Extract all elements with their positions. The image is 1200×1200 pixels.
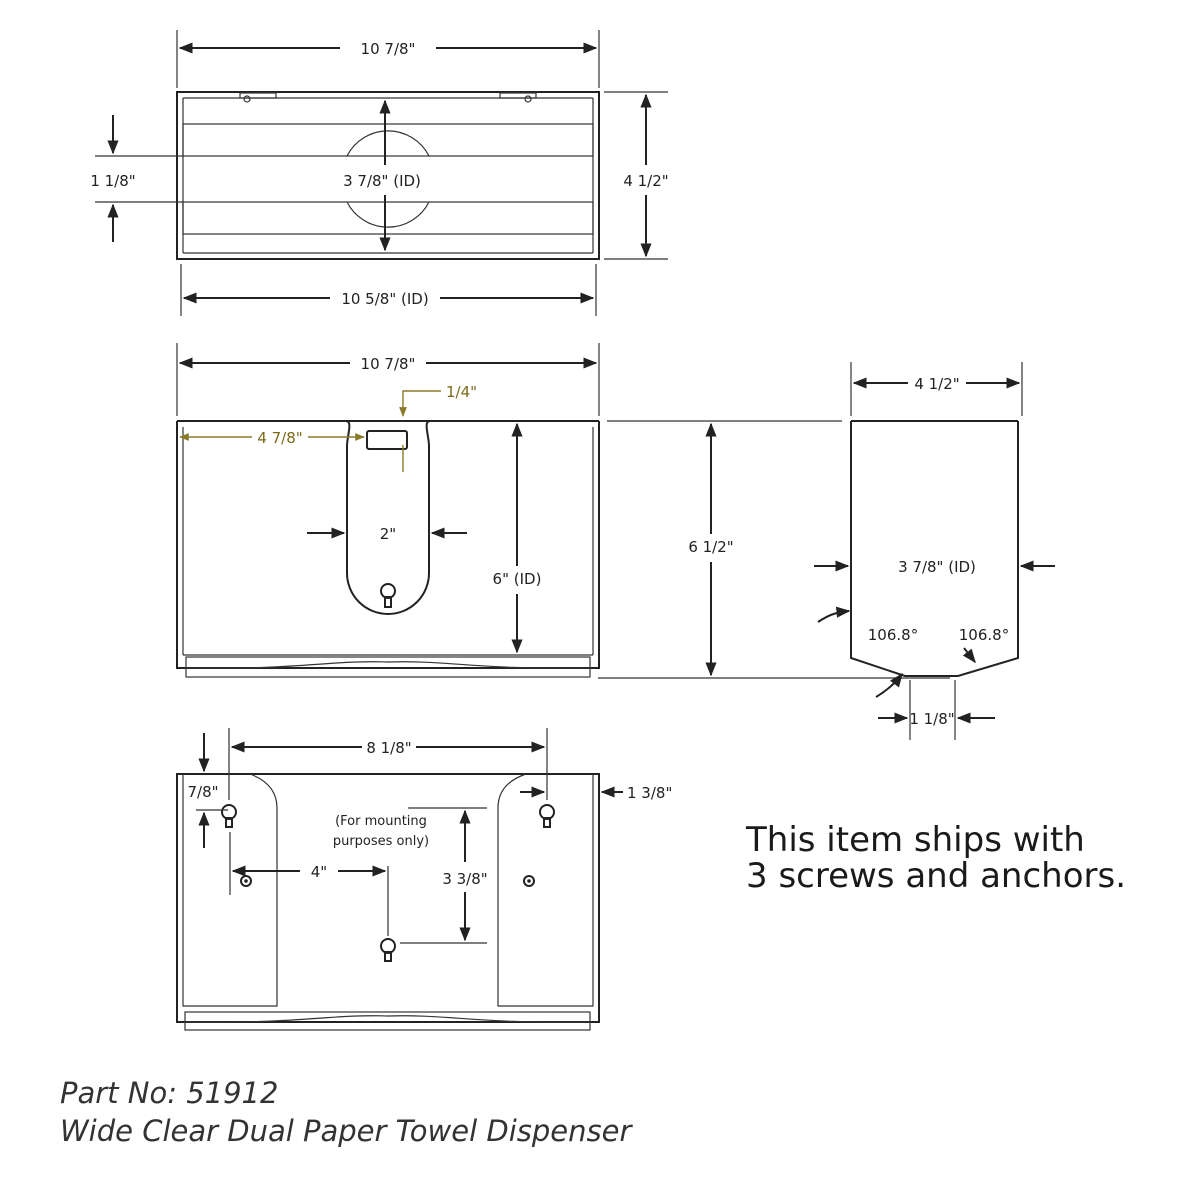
front-tab bbox=[366, 430, 408, 450]
front-inner-height-label: 6" (ID) bbox=[493, 570, 542, 588]
product-caption: Part No: 51912 Wide Clear Dual Paper Tow… bbox=[60, 1074, 631, 1150]
back-side-offset-label: 1 3/8" bbox=[627, 784, 672, 802]
side-angle-right-label: 106.8° bbox=[959, 626, 1009, 644]
back-note-line2: purposes only) bbox=[333, 834, 429, 849]
back-view-outline bbox=[176, 773, 600, 1023]
front-offset-label: 4 7/8" bbox=[257, 429, 302, 447]
shipping-note-line1: This item ships with bbox=[746, 820, 1085, 860]
top-inner-width-label: 10 5/8" (ID) bbox=[341, 290, 428, 308]
side-bottom-gap-label: 1 1/8" bbox=[909, 710, 954, 728]
side-view-outline bbox=[850, 421, 1019, 677]
back-view: 8 1/8" 7/8" 1 3/8" (For mounting purpose… bbox=[176, 728, 672, 1031]
shipping-note: This item ships with 3 screws and anchor… bbox=[746, 822, 1126, 894]
top-width-label: 10 7/8" bbox=[361, 40, 416, 58]
side-depth-label: 4 1/2" bbox=[914, 375, 959, 393]
top-slot bbox=[182, 123, 594, 157]
part-number: Part No: 51912 bbox=[60, 1076, 279, 1110]
front-view-outline bbox=[176, 421, 600, 669]
back-vertical-drop-label: 3 3/8" bbox=[442, 870, 487, 888]
side-view: 4 1/2" 3 7/8" (ID) 106.8° 106.8° 1 1/8" bbox=[814, 362, 1055, 740]
front-width-label: 10 7/8" bbox=[361, 355, 416, 373]
back-center-offset-label: 4" bbox=[311, 863, 327, 881]
bottom-slot bbox=[182, 201, 594, 235]
front-height-label: 6 1/2" bbox=[688, 538, 733, 556]
side-inner-depth-label: 3 7/8" (ID) bbox=[898, 558, 976, 576]
top-view: 10 7/8" 10 5/8" (ID) 4 1/2" 1 1/8" 3 7/8… bbox=[90, 30, 669, 316]
top-view-outline bbox=[176, 91, 600, 260]
back-top-offset-label: 7/8" bbox=[187, 783, 218, 801]
front-view: 10 7/8" 1/4" 4 7/8" 2" 6" (ID) 6 1/2" bbox=[176, 343, 950, 679]
side-angle-left-label: 106.8° bbox=[868, 626, 918, 644]
back-hole-spacing-label: 8 1/8" bbox=[366, 739, 411, 757]
back-note-line1: (For mounting bbox=[335, 814, 427, 829]
product-name: Wide Clear Dual Paper Towel Dispenser bbox=[60, 1114, 632, 1148]
top-opening-label: 3 7/8" (ID) bbox=[343, 172, 421, 190]
top-slot-gap-label: 1 1/8" bbox=[90, 172, 135, 190]
front-tab-label: 1/4" bbox=[446, 383, 477, 401]
front-slot bbox=[345, 420, 431, 615]
front-slot-width-label: 2" bbox=[380, 525, 396, 543]
shipping-note-line2: 3 screws and anchors. bbox=[746, 856, 1127, 896]
top-depth-label: 4 1/2" bbox=[623, 172, 668, 190]
